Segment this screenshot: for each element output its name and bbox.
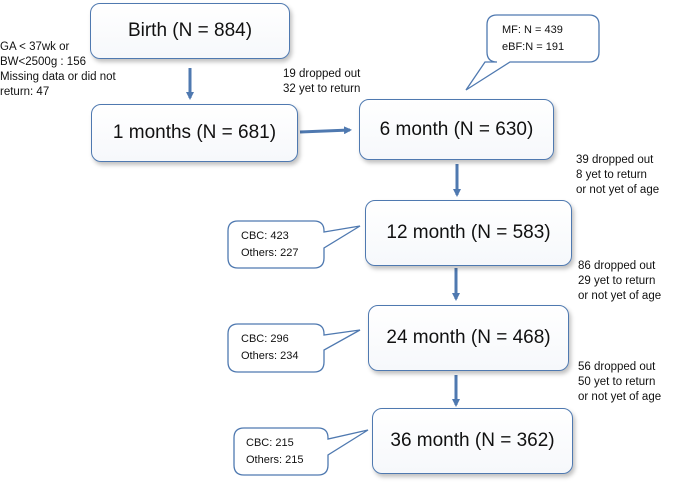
callout-24month-shape xyxy=(227,323,361,373)
node-24-month: 24 month (N = 468) xyxy=(368,305,569,371)
note-line: return: 47 xyxy=(0,86,50,98)
note-line: or not yet of age xyxy=(578,290,662,302)
note-12month-to-24month: 86 dropped out 29 yet to return or not y… xyxy=(578,259,661,304)
note-line: or not yet of age xyxy=(576,184,660,196)
node-24-month-label: 24 month (N = 468) xyxy=(386,327,551,348)
callout-36month-text: CBC: 215 Others: 215 xyxy=(246,435,303,469)
note-line: GA < 37wk or xyxy=(0,41,70,53)
arrow-1month-to-6month xyxy=(299,126,352,135)
note-birth-exclusion: GA < 37wk or BW<2500g : 156 Missing data… xyxy=(0,40,116,100)
node-1-month: 1 months (N = 681) xyxy=(91,104,298,162)
node-12-month-label: 12 month (N = 583) xyxy=(386,222,551,243)
callout-line: CBC: 215 xyxy=(246,437,294,449)
note-line: Missing data or did not xyxy=(0,71,116,83)
note-line: 86 dropped out xyxy=(578,260,656,272)
callout-6month-shape xyxy=(465,14,600,91)
node-36-month-label: 36 month (N = 362) xyxy=(390,430,555,451)
note-line: or not yet of age xyxy=(578,391,662,403)
note-line: 29 yet to return xyxy=(578,275,656,287)
node-1-month-label: 1 months (N = 681) xyxy=(112,122,277,143)
callout-line: Others: 215 xyxy=(246,454,304,466)
note-6month-to-12month: 39 dropped out 8 yet to return or not ye… xyxy=(576,153,659,198)
node-birth-label: Birth (N = 884) xyxy=(127,20,253,41)
note-line: 32 yet to return xyxy=(283,83,361,95)
callout-6month-text: MF: N = 439 eBF:N = 191 xyxy=(502,22,564,56)
callout-12month-shape xyxy=(227,220,361,269)
node-6-month: 6 month (N = 630) xyxy=(359,99,554,160)
callout-24month-text: CBC: 296 Others: 234 xyxy=(241,331,298,365)
node-birth: Birth (N = 884) xyxy=(90,3,290,59)
callout-line: CBC: 423 xyxy=(241,230,289,242)
callout-line: Others: 234 xyxy=(241,350,299,362)
callout-line: Others: 227 xyxy=(241,247,299,259)
note-1month-to-6month: 19 dropped out 32 yet to return xyxy=(283,67,360,97)
note-line: 50 yet to return xyxy=(578,376,656,388)
node-6-month-label: 6 month (N = 630) xyxy=(379,118,534,140)
callout-36month-shape xyxy=(233,427,369,476)
callout-line: eBF:N = 191 xyxy=(502,41,565,53)
callout-line: CBC: 296 xyxy=(241,333,289,345)
note-line: 8 yet to return xyxy=(576,169,647,181)
note-line: 19 dropped out xyxy=(283,68,361,80)
node-36-month: 36 month (N = 362) xyxy=(372,408,573,474)
callout-12month-text: CBC: 423 Others: 227 xyxy=(241,228,298,262)
node-12-month: 12 month (N = 583) xyxy=(365,200,572,266)
note-24month-to-36month: 56 dropped out 50 yet to return or not y… xyxy=(578,360,661,405)
note-line: BW<2500g : 156 xyxy=(0,56,86,68)
note-line: 39 dropped out xyxy=(576,154,654,166)
note-line: 56 dropped out xyxy=(578,361,656,373)
callout-line: MF: N = 439 xyxy=(502,24,563,36)
